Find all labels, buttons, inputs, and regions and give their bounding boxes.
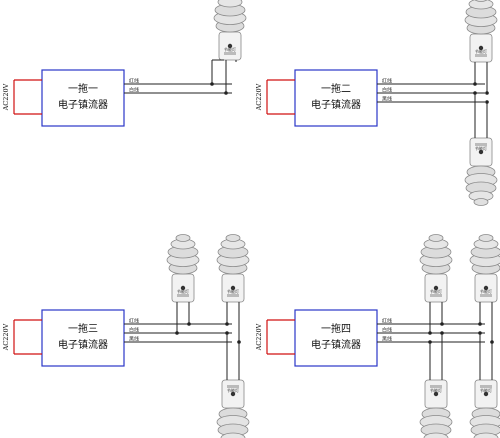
ballast-title-line2: 电子镇流器 xyxy=(311,338,361,351)
wire-label: 白线 xyxy=(382,327,392,334)
junction-dot xyxy=(440,331,444,335)
wire-label: 红线 xyxy=(382,318,392,325)
junction-dot xyxy=(440,322,444,326)
junction-dot xyxy=(490,340,494,344)
junction-dot xyxy=(225,331,229,335)
bulb-base-label: 节能灯 xyxy=(430,288,442,294)
junction-dot xyxy=(473,82,477,86)
wire-label: 黑线 xyxy=(382,336,392,343)
wire-label: 白线 xyxy=(129,327,139,334)
junction-dot xyxy=(187,322,191,326)
junction-dot xyxy=(225,322,229,326)
ballast-box xyxy=(41,309,125,367)
bulb-base-label: 节能灯 xyxy=(430,387,442,393)
wire-label: 黑线 xyxy=(129,336,139,343)
ballast-title-line1: 一拖四 xyxy=(321,322,351,335)
ac-input-label: AC220V xyxy=(255,83,263,111)
panel-3: 一拖三电子镇流器AC220V红线白线黑线节能灯节能灯节能灯 xyxy=(2,234,250,438)
ballast-title-line1: 一拖一 xyxy=(68,82,98,95)
wire-label: 红线 xyxy=(129,78,139,85)
junction-dot xyxy=(485,100,489,104)
junction-dot xyxy=(428,340,432,344)
junction-dot xyxy=(473,91,477,95)
junction-dot xyxy=(478,331,482,335)
wire-label: 白线 xyxy=(382,87,392,94)
ballast-box xyxy=(294,69,378,127)
wire-label: 红线 xyxy=(382,78,392,85)
ballast-title-line2: 电子镇流器 xyxy=(58,98,108,111)
wire-label: 黑线 xyxy=(382,96,392,103)
junction-dot xyxy=(224,91,228,95)
junction-dot xyxy=(428,331,432,335)
wire-label: 红线 xyxy=(129,318,139,325)
ballast-box xyxy=(41,69,125,127)
ballast-title-line1: 一拖三 xyxy=(68,322,98,335)
panel-4: 一拖四电子镇流器AC220V红线白线黑线节能灯节能灯节能灯节能灯 xyxy=(255,234,500,438)
junction-dot xyxy=(210,82,214,86)
ballast-box xyxy=(294,309,378,367)
ballast-title-line2: 电子镇流器 xyxy=(311,98,361,111)
ballast-title-line1: 一拖二 xyxy=(321,82,351,95)
bulb-base-label: 节能灯 xyxy=(177,288,189,294)
bulb-base-label: 节能灯 xyxy=(475,48,487,54)
bulb-base-label: 节能灯 xyxy=(224,46,236,52)
bulb-base-label: 节能灯 xyxy=(480,387,492,393)
junction-dot xyxy=(485,91,489,95)
junction-dot xyxy=(175,331,179,335)
bulb-base-label: 节能灯 xyxy=(227,288,239,294)
junction-dot xyxy=(478,322,482,326)
ac-input-label: AC220V xyxy=(2,323,10,351)
ballast-title-line2: 电子镇流器 xyxy=(58,338,108,351)
bulb-base-label: 节能灯 xyxy=(475,145,487,151)
junction-dot xyxy=(237,340,241,344)
bulb-base-label: 节能灯 xyxy=(480,288,492,294)
wire-label: 白线 xyxy=(129,87,139,94)
ac-input-label: AC220V xyxy=(255,323,263,351)
ac-input-label: AC220V xyxy=(2,83,10,111)
bulb-base-label: 节能灯 xyxy=(227,387,239,393)
